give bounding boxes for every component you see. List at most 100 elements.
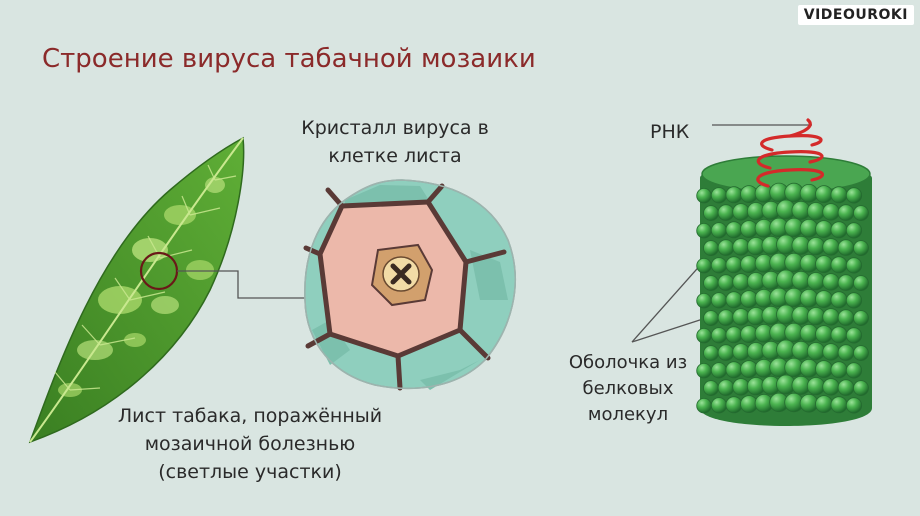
protein-subunit xyxy=(830,186,848,204)
protein-subunit xyxy=(830,221,848,239)
protein-subunit xyxy=(806,342,826,361)
protein-subunit xyxy=(732,238,750,256)
protein-subunit xyxy=(830,396,848,414)
protein-subunit xyxy=(717,379,735,396)
protein-subunit xyxy=(725,291,743,309)
leaf-veins xyxy=(54,164,237,391)
protein-subunit xyxy=(837,239,855,256)
protein-subunit xyxy=(853,380,869,397)
protein-subunit xyxy=(845,222,863,239)
protein-subunit xyxy=(815,395,833,414)
crystal-label: Кристалл вируса в клетке листа xyxy=(280,114,510,170)
protein-subunit xyxy=(845,327,863,344)
crystal-label-line-2: клетке листа xyxy=(328,145,462,167)
coat-label-line-1: Оболочка из xyxy=(568,352,688,373)
protein-subunit xyxy=(837,204,855,221)
protein-subunit xyxy=(710,362,728,379)
protein-subunit xyxy=(703,205,719,222)
protein-subunit xyxy=(822,273,840,291)
coat-label-line-3: молекул xyxy=(587,404,669,425)
protein-subunit xyxy=(853,205,869,222)
coat-label-line-2: белковых xyxy=(582,378,674,399)
protein-subunit xyxy=(732,378,750,396)
crystal-cross-icon xyxy=(390,263,412,285)
protein-subunit xyxy=(696,222,712,239)
protein-subunit xyxy=(710,327,728,344)
protein-subunit xyxy=(830,256,848,274)
protein-subunit xyxy=(725,361,743,379)
page-title: Строение вируса табачной мозаики xyxy=(42,44,536,74)
virus-crystal xyxy=(370,243,434,307)
protein-subunit xyxy=(815,290,833,309)
virus-capsid-cylinder xyxy=(696,155,872,426)
protein-subunit xyxy=(845,362,863,379)
leaf-label: Лист табака, поражённый мозаичной болезн… xyxy=(90,402,410,486)
protein-subunit xyxy=(853,275,869,292)
protein-subunit xyxy=(725,396,743,414)
protein-subunit xyxy=(806,237,826,256)
rna-label: РНК xyxy=(650,121,690,143)
leaf-label-line-1: Лист табака, поражённый xyxy=(117,405,383,427)
leaf-label-line-2: мозаичной болезнью xyxy=(144,433,356,455)
protein-subunit xyxy=(710,292,728,309)
crystal-label-line-1: Кристалл вируса в xyxy=(301,117,489,139)
tobacco-leaf xyxy=(28,136,245,444)
protein-subunit xyxy=(815,255,833,274)
protein-subunit xyxy=(710,222,728,239)
protein-subunit xyxy=(703,275,719,292)
protein-subunit xyxy=(717,344,735,361)
protein-subunit xyxy=(717,204,735,221)
videouroki-logo: VIDEOUROKI xyxy=(797,5,914,25)
protein-subunit xyxy=(710,257,728,274)
protein-subunit xyxy=(696,293,712,309)
protein-subunit xyxy=(732,273,750,291)
protein-subunit xyxy=(696,328,712,344)
protein-subunit xyxy=(725,186,743,204)
protein-subunit xyxy=(830,326,848,344)
protein-subunit xyxy=(806,377,826,396)
protein-subunit xyxy=(732,343,750,361)
protein-subunit xyxy=(696,187,712,204)
rna-helix xyxy=(756,118,825,188)
protein-subunit xyxy=(717,309,735,326)
protein-subunit xyxy=(725,221,743,239)
protein-subunit xyxy=(853,240,869,257)
protein-subunit xyxy=(845,397,863,414)
protein-subunit xyxy=(703,310,719,327)
protein-subunit xyxy=(822,378,840,396)
protein-subunit xyxy=(703,240,719,257)
protein-subunit xyxy=(725,326,743,344)
protein-subunit xyxy=(837,379,855,396)
protein-subunit xyxy=(815,220,833,239)
leaf-connector-line xyxy=(177,270,318,299)
protein-subunit xyxy=(815,325,833,344)
protein-subunit xyxy=(732,203,750,221)
coat-label: Оболочка из белковых молекул xyxy=(548,350,708,428)
protein-subunit xyxy=(837,274,855,291)
protein-subunit xyxy=(822,343,840,361)
protein-subunit xyxy=(717,274,735,291)
cell-crystal-diagram xyxy=(303,179,516,391)
protein-subunit xyxy=(853,310,869,327)
protein-subunit xyxy=(717,239,735,256)
leaf-label-line-3: (светлые участки) xyxy=(158,461,342,483)
protein-subunit xyxy=(845,292,863,309)
protein-subunit xyxy=(806,202,826,221)
protein-subunit xyxy=(815,360,833,379)
protein-subunit xyxy=(837,344,855,361)
protein-subunit xyxy=(696,258,712,274)
protein-subunit xyxy=(710,397,728,414)
protein-subunit xyxy=(853,345,869,362)
protein-subunit xyxy=(822,308,840,326)
protein-subunit xyxy=(822,203,840,221)
protein-subunit xyxy=(830,361,848,379)
protein-subunit xyxy=(822,238,840,256)
protein-subunit xyxy=(806,307,826,326)
protein-subunit xyxy=(845,187,863,204)
protein-subunit xyxy=(806,272,826,291)
protein-subunit xyxy=(837,309,855,326)
protein-subunit xyxy=(710,187,728,204)
protein-subunit xyxy=(845,257,863,274)
protein-subunit xyxy=(725,256,743,274)
